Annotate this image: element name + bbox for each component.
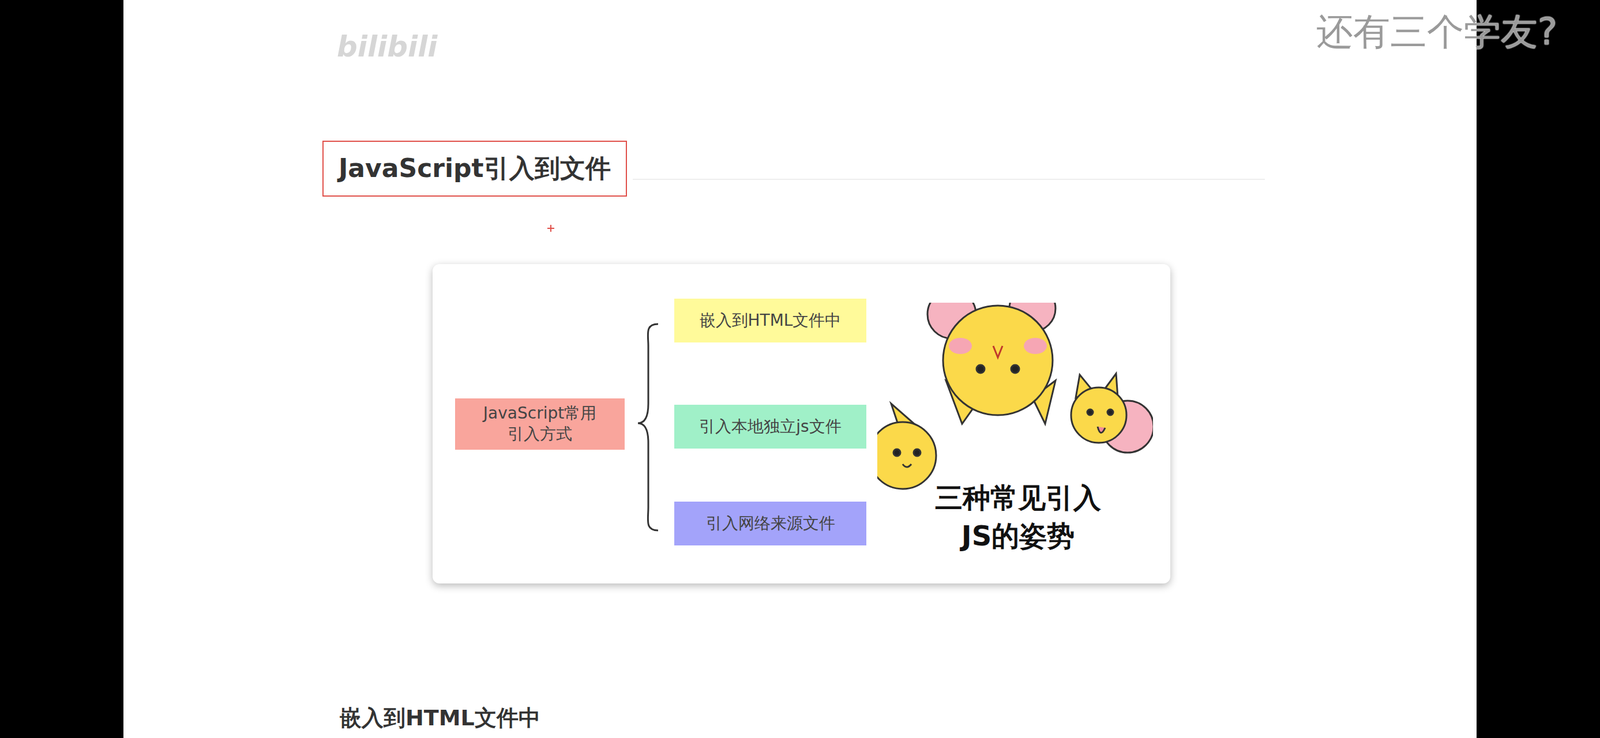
- plus-mark: [547, 224, 555, 232]
- section-heading: 嵌入到HTML文件中: [339, 703, 541, 734]
- method-box: 嵌入到HTML文件中: [674, 298, 867, 343]
- black-bar: [0, 0, 124, 738]
- watermark: bilibili: [336, 29, 438, 64]
- title-text: JavaScript引入到文件: [338, 151, 611, 186]
- illustration-text: JS的姿势: [961, 517, 1075, 555]
- box-text: 引入网络来源文件: [705, 513, 836, 535]
- cat-illustration: [877, 302, 1153, 490]
- illustration-text: 三种常见引入: [934, 479, 1102, 517]
- box-text: JavaScript常用引入方式: [477, 403, 603, 446]
- curly-brace: [637, 324, 659, 531]
- method-box: 引入网络来源文件: [674, 501, 867, 546]
- title-box: JavaScript引入到文件: [322, 140, 627, 197]
- box-text: 嵌入到HTML文件中: [699, 310, 842, 332]
- overlay-caption: 还有三个学友?: [1316, 6, 1558, 58]
- box-text: 引入本地独立js文件: [699, 416, 841, 438]
- black-bar: [1476, 0, 1600, 738]
- root-box: JavaScript常用引入方式: [455, 398, 625, 450]
- method-box: 引入本地独立js文件: [674, 404, 867, 449]
- title-rule: [632, 178, 1265, 180]
